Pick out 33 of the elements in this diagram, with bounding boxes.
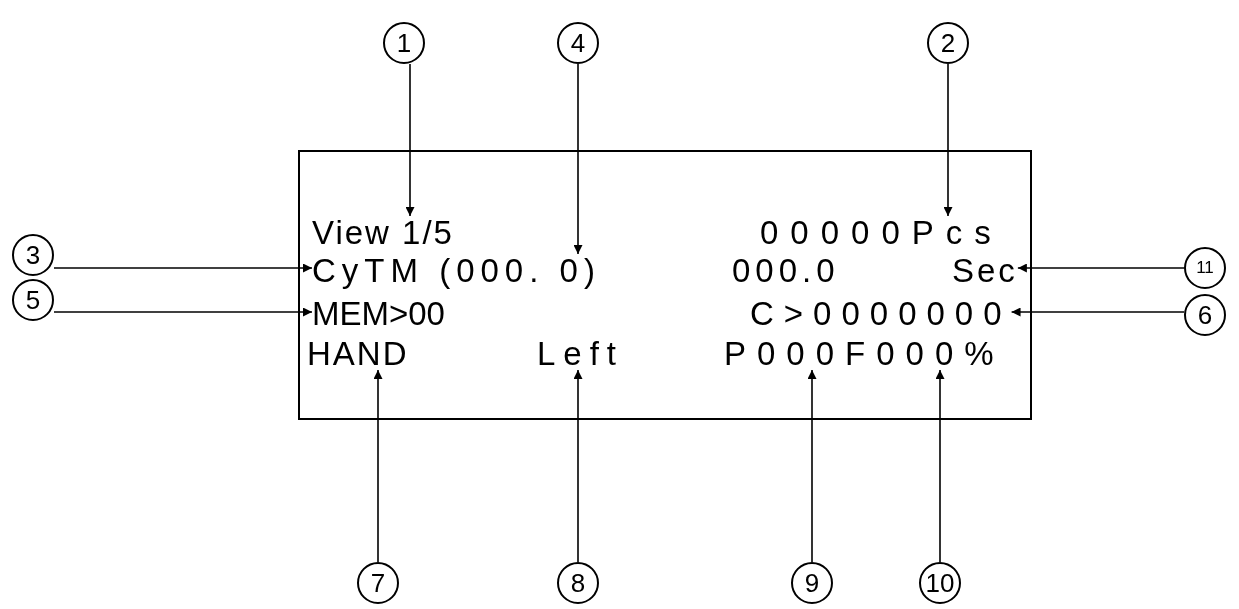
display-text: C>0000000 (750, 297, 1012, 330)
display-text: P000F000% (724, 337, 1005, 370)
callout-number: 9 (791, 562, 833, 604)
callout-number: 11 (1184, 247, 1226, 289)
callout-number: 1 (383, 22, 425, 64)
arrow (573, 369, 583, 563)
callout-number: 3 (12, 234, 54, 276)
callout-number: 10 (919, 562, 961, 604)
display-text: HAND (307, 337, 409, 370)
callout-number: 2 (927, 22, 969, 64)
display-text: Sec (952, 254, 1018, 287)
arrow (53, 307, 313, 317)
arrow (373, 369, 383, 563)
arrow (1010, 307, 1185, 317)
display-text: CyTM (000. 0) (312, 254, 601, 287)
arrow (1017, 263, 1185, 273)
display-text: View 1/5 (312, 216, 454, 249)
arrow (53, 263, 313, 273)
callout-number: 6 (1184, 294, 1226, 336)
display-text: 000.0 (732, 254, 840, 287)
arrow (573, 63, 583, 255)
display-screen (298, 150, 1032, 420)
callout-number: 8 (557, 562, 599, 604)
arrow (943, 63, 953, 217)
arrow (935, 369, 945, 563)
arrow (807, 369, 817, 563)
callout-number: 4 (557, 22, 599, 64)
display-text: Left (537, 337, 625, 370)
callout-number: 5 (12, 279, 54, 321)
arrow (405, 63, 415, 217)
callout-number: 7 (357, 562, 399, 604)
display-text: 00000Pcs (760, 216, 1003, 249)
display-text: MEM>00 (312, 297, 445, 330)
